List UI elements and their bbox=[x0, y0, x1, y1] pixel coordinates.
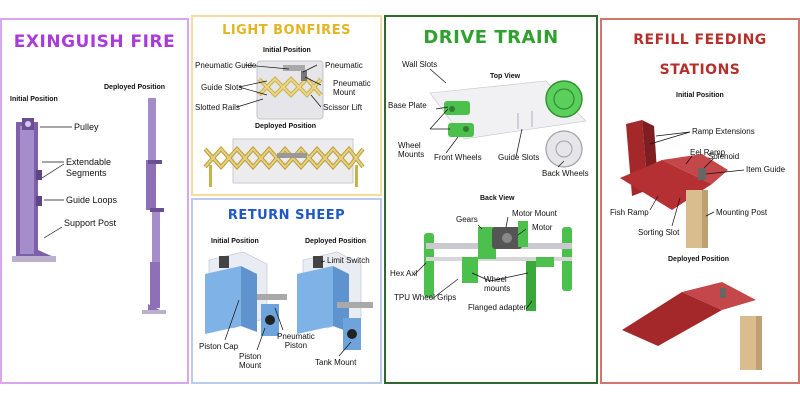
refill-initial-mechanism bbox=[620, 120, 728, 248]
extinguish-initial-label: Initial Position bbox=[10, 96, 58, 103]
guide-loops-label: Guide Loops bbox=[66, 195, 118, 205]
eel-ramp-label: Eel Ramp bbox=[690, 148, 726, 157]
sheep-deployed-mechanism bbox=[297, 251, 373, 350]
flanged-adapter-label: Flanged adapter bbox=[468, 303, 527, 312]
extinguish-initial-tower bbox=[12, 118, 56, 262]
piston-mount-label: Piston Mount bbox=[239, 352, 262, 370]
ramp-extensions-label: Ramp Extensions bbox=[692, 127, 755, 136]
bonfires-drawing bbox=[203, 60, 365, 187]
limit-switch-label: Limit Switch bbox=[327, 256, 370, 265]
bonfires-deployed-mechanism bbox=[203, 138, 365, 187]
tank-mount-label: Tank Mount bbox=[315, 358, 357, 367]
base-plate-label: Base Plate bbox=[388, 101, 427, 110]
hex-axl-label: Hex Axl bbox=[390, 269, 418, 278]
drive-top-view-label: Top View bbox=[490, 73, 521, 80]
motor-label: Motor bbox=[532, 223, 553, 232]
bonfires-title: LIGHT BONFIRES bbox=[222, 23, 351, 38]
pneumatic-piston-label: Pneumatic Piston bbox=[277, 332, 315, 350]
scissor-lift-label: Scissor Lift bbox=[323, 103, 363, 112]
drive-back-view bbox=[424, 221, 572, 311]
sheep-title: RETURN SHEEP bbox=[227, 208, 346, 223]
sheep-initial-mechanism bbox=[205, 251, 287, 336]
back-wheels-label: Back Wheels bbox=[542, 169, 589, 178]
wheel-mounts-top-label: Wheel Mounts bbox=[398, 141, 425, 159]
extinguish-deployed-tower bbox=[142, 98, 166, 314]
fish-ramp-label: Fish Ramp bbox=[610, 208, 649, 217]
guide-slots-label-drive: Guide Slots bbox=[498, 153, 540, 162]
extinguish-title: EXINGUISH FIRE bbox=[13, 32, 176, 52]
pneumatic-label: Pneumatic bbox=[325, 61, 363, 70]
panel-drive-train: DRIVE TRAIN Top View Back View bbox=[384, 15, 598, 384]
sheep-deployed-label: Deployed Position bbox=[305, 238, 367, 245]
bonfires-deployed-label: Deployed Position bbox=[255, 123, 317, 130]
motor-mount-label: Motor Mount bbox=[512, 209, 557, 218]
wall-slots-label: Wall Slots bbox=[402, 60, 438, 69]
pneumatic-guide-label: Pneumatic Guide bbox=[195, 61, 257, 70]
piston-cap-label: Piston Cap bbox=[199, 342, 239, 351]
panel-light-bonfires: LIGHT BONFIRES Initial Position Deployed… bbox=[191, 15, 382, 196]
refill-deployed-mechanism bbox=[622, 282, 762, 370]
drive-title: DRIVE TRAIN bbox=[423, 27, 559, 48]
panel-extinguish-fire: EXINGUISH FIRE Initial Position Deployed… bbox=[0, 18, 189, 384]
mounting-post-label: Mounting Post bbox=[716, 208, 768, 217]
drive-back-view-label: Back View bbox=[480, 195, 515, 202]
extinguish-drawing bbox=[12, 98, 166, 314]
guide-slots-label-bonfire: Guide Slots bbox=[201, 83, 243, 92]
drive-drawing bbox=[413, 68, 587, 311]
tpu-wheel-grips-label: TPU Wheel Grips bbox=[394, 293, 457, 302]
panel-return-sheep: RETURN SHEEP Initial Position Deployed P… bbox=[191, 198, 382, 384]
refill-title-line1: REFILL FEEDING bbox=[633, 32, 767, 48]
support-post-label: Support Post bbox=[64, 218, 117, 228]
slotted-rails-label: Slotted Rails bbox=[195, 103, 240, 112]
sorting-slot-label: Sorting Slot bbox=[638, 228, 680, 237]
sheep-drawing bbox=[205, 251, 373, 357]
pneumatic-mount-label: Pneumatic Mount bbox=[333, 79, 371, 97]
refill-drawing bbox=[620, 120, 762, 370]
wheel-mounts-back-label: Wheel mounts bbox=[484, 275, 511, 293]
refill-deployed-label: Deployed Position bbox=[668, 256, 730, 263]
sheep-initial-label: Initial Position bbox=[211, 238, 259, 245]
solenoid-label: Solenoid bbox=[708, 152, 740, 161]
item-guide-label: Item Guide bbox=[746, 165, 786, 174]
extendable-segments-label: Extendable Segments bbox=[66, 157, 112, 178]
gears-label: Gears bbox=[456, 215, 478, 224]
drive-top-view bbox=[429, 80, 587, 168]
panel-refill-feeding-stations: REFILL FEEDING STATIONS Initial Position… bbox=[600, 18, 800, 384]
extinguish-deployed-label: Deployed Position bbox=[104, 84, 166, 91]
pulley-label: Pulley bbox=[74, 122, 99, 132]
refill-initial-label: Initial Position bbox=[676, 92, 724, 99]
bonfires-initial-label: Initial Position bbox=[263, 47, 311, 54]
bonfires-initial-mechanism bbox=[256, 60, 324, 120]
refill-title-line2: STATIONS bbox=[659, 62, 741, 78]
front-wheels-label: Front Wheels bbox=[434, 153, 482, 162]
